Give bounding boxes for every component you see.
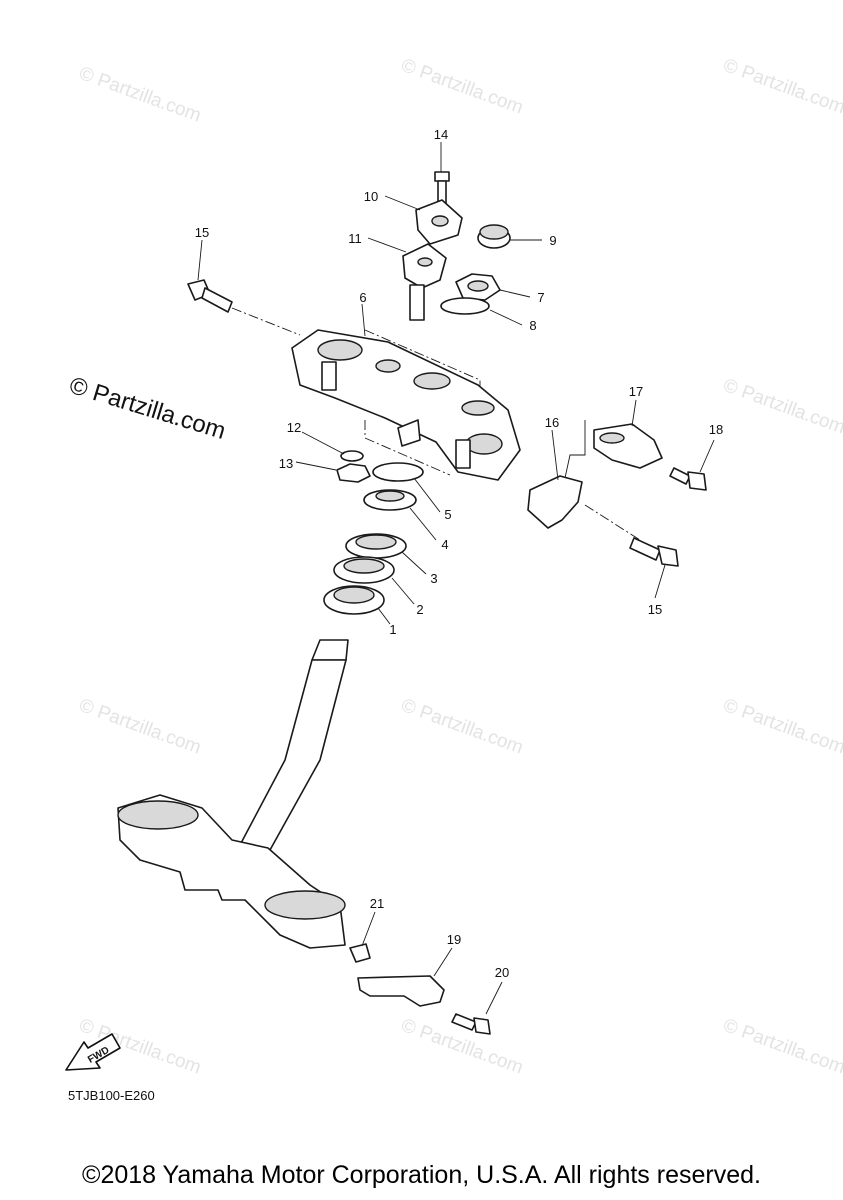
part-label-11: 11 <box>348 231 362 246</box>
watermark: © Partzilla.com <box>720 55 843 119</box>
part-label-18: 18 <box>709 422 723 437</box>
part-label-4: 4 <box>441 537 448 552</box>
watermark-group: © Partzilla.com © Partzilla.com © Partzi… <box>76 55 843 1079</box>
part-label-20: 20 <box>495 965 509 980</box>
leader-group <box>197 142 715 1015</box>
part-steering-stem <box>117 639 349 949</box>
part-guide-19 <box>357 975 445 1007</box>
part-label-2: 2 <box>416 602 423 617</box>
part-label-14: 14 <box>434 127 448 142</box>
part-label-3: 3 <box>430 571 437 586</box>
part-label-15-right: 15 <box>648 602 662 617</box>
copyright-notice: ©2018 Yamaha Motor Corporation, U.S.A. A… <box>82 1161 761 1189</box>
part-collar-9 <box>477 224 511 249</box>
part-nut-13 <box>336 463 371 483</box>
part-nut-7 <box>455 273 501 301</box>
part-label-19: 19 <box>447 932 461 947</box>
part-label-6: 6 <box>359 290 366 305</box>
part-ring-nut-4 <box>363 489 417 511</box>
axis-line-right-bolt <box>584 504 641 541</box>
part-race-1 <box>323 585 385 615</box>
part-label-8: 8 <box>529 318 536 333</box>
part-washer-12 <box>340 450 364 462</box>
part-washer-5 <box>372 462 424 482</box>
part-bolt-15-left <box>187 279 233 313</box>
part-label-10: 10 <box>364 189 378 204</box>
part-bearing-2 <box>333 556 395 584</box>
leader-line <box>564 420 586 479</box>
part-label-1: 1 <box>389 622 396 637</box>
part-bolt-15-right <box>629 537 679 567</box>
watermark: © Partzilla.com <box>720 1015 843 1079</box>
part-label-9: 9 <box>549 233 556 248</box>
part-holder-11 <box>402 243 447 321</box>
watermark: © Partzilla.com <box>720 375 843 439</box>
part-grommet-21 <box>349 943 371 963</box>
part-holder-17 <box>593 423 663 469</box>
part-label-16: 16 <box>545 415 559 430</box>
watermark: © Partzilla.com <box>398 55 525 119</box>
watermark: © Partzilla.com <box>76 695 203 759</box>
part-label-15-left: 15 <box>195 225 209 240</box>
part-seal-3 <box>345 533 407 559</box>
part-bolt-18 <box>669 467 707 491</box>
watermark: © Partzilla.com <box>398 695 525 759</box>
axis-line-left-bolt <box>231 307 301 336</box>
part-label-21: 21 <box>370 896 384 911</box>
diagram-code: 5TJB100-E260 <box>68 1088 155 1103</box>
part-label-13: 13 <box>279 456 293 471</box>
part-plate-16 <box>527 475 583 529</box>
part-label-12: 12 <box>287 420 301 435</box>
part-clamp-10 <box>415 199 463 245</box>
part-label-7: 7 <box>537 290 544 305</box>
part-label-5: 5 <box>444 507 451 522</box>
watermark: © Partzilla.com <box>76 63 203 127</box>
watermark-main: © Partzilla.com <box>66 372 229 445</box>
axis-bracket <box>364 420 451 476</box>
watermark: © Partzilla.com <box>720 695 843 759</box>
part-label-17: 17 <box>629 384 643 399</box>
part-washer-8 <box>440 297 490 315</box>
part-upper-bracket-6 <box>291 329 521 481</box>
part-bolt-20 <box>451 1013 491 1035</box>
